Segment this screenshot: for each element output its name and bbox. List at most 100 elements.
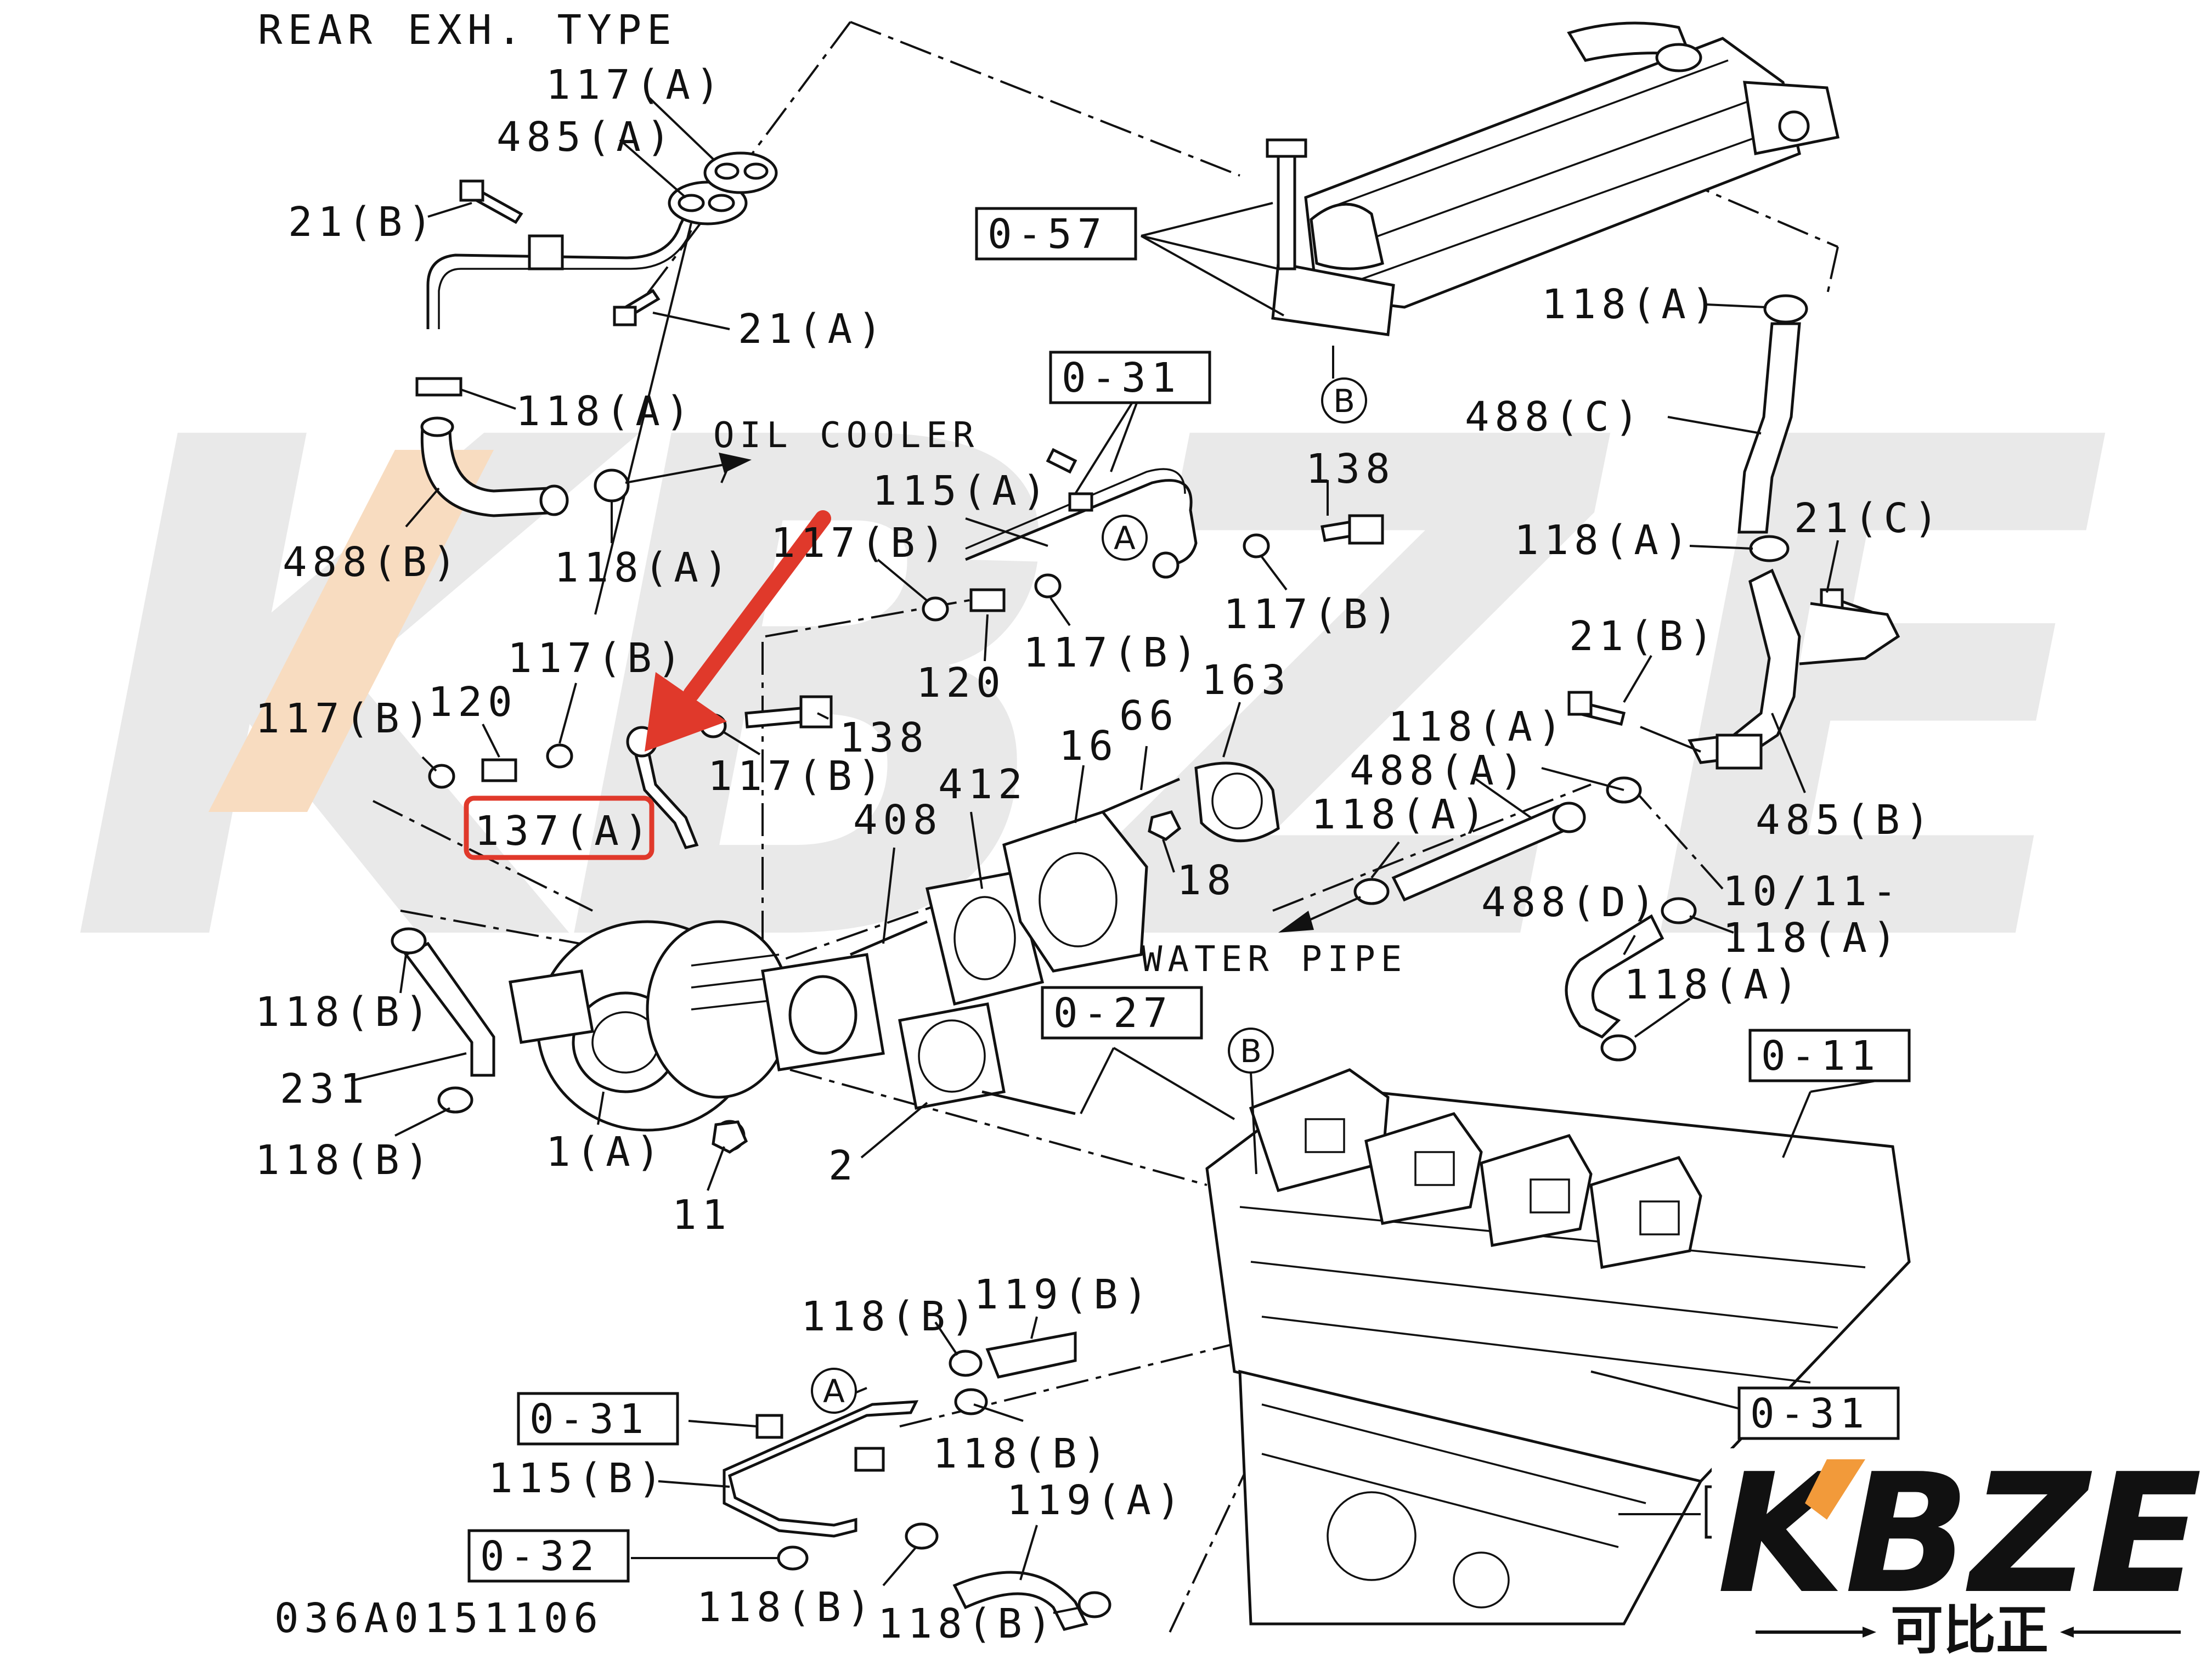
clamp-118b-lower — [437, 1086, 473, 1114]
label-485b: 485(B) — [1756, 797, 1935, 844]
elbow-16-outlet — [1039, 852, 1118, 947]
hose-119b — [985, 1331, 1077, 1379]
ref-box-0-31-bottom: 0-31 — [517, 1392, 679, 1446]
label-115a: 115(A) — [872, 467, 1052, 515]
label-488d: 488(D) — [1481, 879, 1661, 926]
gasket-163 — [1194, 761, 1280, 843]
circle-marker-a-bottom: A — [811, 1368, 857, 1414]
pipe-488a-end — [1552, 802, 1586, 833]
label-21a: 21(A) — [738, 306, 888, 353]
stud-408 — [850, 920, 928, 956]
label-117b-5: 117(B) — [255, 695, 435, 742]
label-10-11: 10/11- — [1723, 868, 1902, 915]
label-408: 408 — [853, 797, 943, 844]
oil-pipe-115a-inner — [965, 468, 1186, 550]
svg-text:0-27: 0-27 — [1053, 990, 1173, 1037]
union-120-upper — [969, 588, 1006, 612]
label-66: 66 — [1119, 692, 1179, 740]
label-115b: 115(B) — [488, 1455, 668, 1502]
label-118b-119b: 118(B) — [801, 1293, 980, 1340]
diagram-title: REAR EXH. TYPE — [258, 7, 677, 54]
plug-0-32 — [777, 1545, 809, 1571]
ref-box-0-27: 0-27 — [1041, 986, 1203, 1040]
clamp-118a-488a-left — [1353, 878, 1390, 905]
label-118b-bottom-left: 118(B) — [697, 1584, 876, 1631]
label-118b-upper: 118(B) — [255, 989, 435, 1036]
turbocharger — [509, 920, 885, 1152]
svg-text:A: A — [1114, 520, 1136, 557]
clamp-118b-bottom — [1077, 1591, 1111, 1618]
label-16: 16 — [1059, 723, 1119, 770]
engine-block — [1238, 1369, 1703, 1626]
clamp-118a-mid-left — [594, 469, 630, 503]
label-11: 11 — [672, 1192, 732, 1239]
label-21b-right: 21(B) — [1569, 613, 1719, 660]
label-488b: 488(B) — [283, 539, 462, 586]
pipe-137a — [631, 744, 699, 849]
label-485a: 485(A) — [496, 114, 676, 161]
union-120-lower — [481, 758, 517, 782]
label-118b-bottom-right: 118(B) — [878, 1600, 1057, 1647]
hose-119a — [952, 1571, 1088, 1631]
watermark-accent-stroke — [208, 450, 494, 812]
hose-488d — [1565, 914, 1664, 1039]
label-2: 2 — [828, 1142, 859, 1189]
clamp-118b-upper — [391, 927, 427, 955]
svg-text:A: A — [823, 1373, 845, 1410]
gasket-412-hole — [953, 896, 1016, 980]
clamp-118b-119b — [949, 1350, 983, 1377]
clamp-118a-upper-right — [1763, 294, 1808, 324]
bolt-0-31-bottom — [755, 1414, 783, 1439]
label-118a-488d-bottom: 118(A) — [1624, 961, 1803, 1008]
diagram-code: 036A0151106 — [274, 1595, 603, 1642]
label-488c: 488(C) — [1465, 393, 1644, 441]
ref-box-0-32: 0-32 — [467, 1529, 630, 1583]
svg-text:0-11: 0-11 — [1761, 1032, 1881, 1080]
label-118a-right-top: 118(A) — [1542, 281, 1721, 328]
label-117b-1: 117(B) — [771, 520, 950, 567]
svg-text:0-31: 0-31 — [1750, 1390, 1870, 1437]
ref-box-0-31-top: 0-31 — [1049, 351, 1211, 404]
oil-cooler-annotation: OIL COOLER — [713, 415, 979, 456]
gasket-2 — [898, 1002, 1006, 1110]
hose-488c — [1737, 322, 1801, 534]
label-138-top: 138 — [1306, 445, 1396, 493]
watermark-letter-z: Z — [1081, 296, 1617, 1094]
label-118a-left: 118(A) — [554, 544, 733, 591]
label-117b-6: 117(B) — [708, 753, 887, 800]
label-119b: 119(B) — [974, 1271, 1153, 1318]
pipe-485b-clip — [1716, 733, 1763, 770]
label-138-mid: 138 — [839, 714, 929, 761]
pipe-115b-bracket — [854, 1447, 885, 1472]
label-118b-lower: 118(B) — [255, 1137, 435, 1184]
label-118a-488a: 118(A) — [1388, 703, 1567, 751]
label-488a: 488(A) — [1350, 747, 1529, 794]
clamp-118b-115b — [954, 1388, 988, 1415]
highlight-box — [464, 795, 654, 860]
logo-accent — [1805, 1459, 1865, 1520]
hose-231 — [404, 941, 495, 1077]
clamp-118a-488d-top — [1661, 897, 1697, 924]
circle-marker-b-top: B — [1321, 377, 1367, 424]
annotation-arrows — [625, 453, 1361, 933]
water-pipe-annotation: WATER PIPE — [1141, 939, 1407, 980]
label-120-bottom: 120 — [428, 679, 518, 726]
label-118b-115b: 118(B) — [933, 1430, 1112, 1477]
svg-text:B: B — [1240, 1032, 1262, 1070]
label-117b-3: 117(B) — [1023, 629, 1203, 676]
logo-subtitle: 可比正 — [1891, 1600, 2049, 1659]
label-120-top: 120 — [916, 659, 1006, 707]
pipe-115b — [723, 1400, 919, 1538]
label-231: 231 — [280, 1065, 370, 1113]
label-118a-right-mid: 118(A) — [1514, 517, 1694, 564]
logo-background — [1712, 1448, 2212, 1659]
ref-box-0-31-right: 0-31 — [1737, 1386, 1900, 1440]
bolts — [459, 179, 1872, 729]
hose-488b — [420, 426, 550, 517]
ref-box-0-11: 0-11 — [1748, 1029, 1911, 1082]
stud-66 — [1102, 777, 1180, 814]
kbze-logo: KBZE 可比正 — [1712, 1438, 2212, 1659]
label-118a-488d-top: 118(A) — [1723, 915, 1902, 962]
ref-box-0-57: 0-57 — [975, 207, 1137, 261]
oil-pipe-115a-bracket — [1068, 492, 1093, 512]
